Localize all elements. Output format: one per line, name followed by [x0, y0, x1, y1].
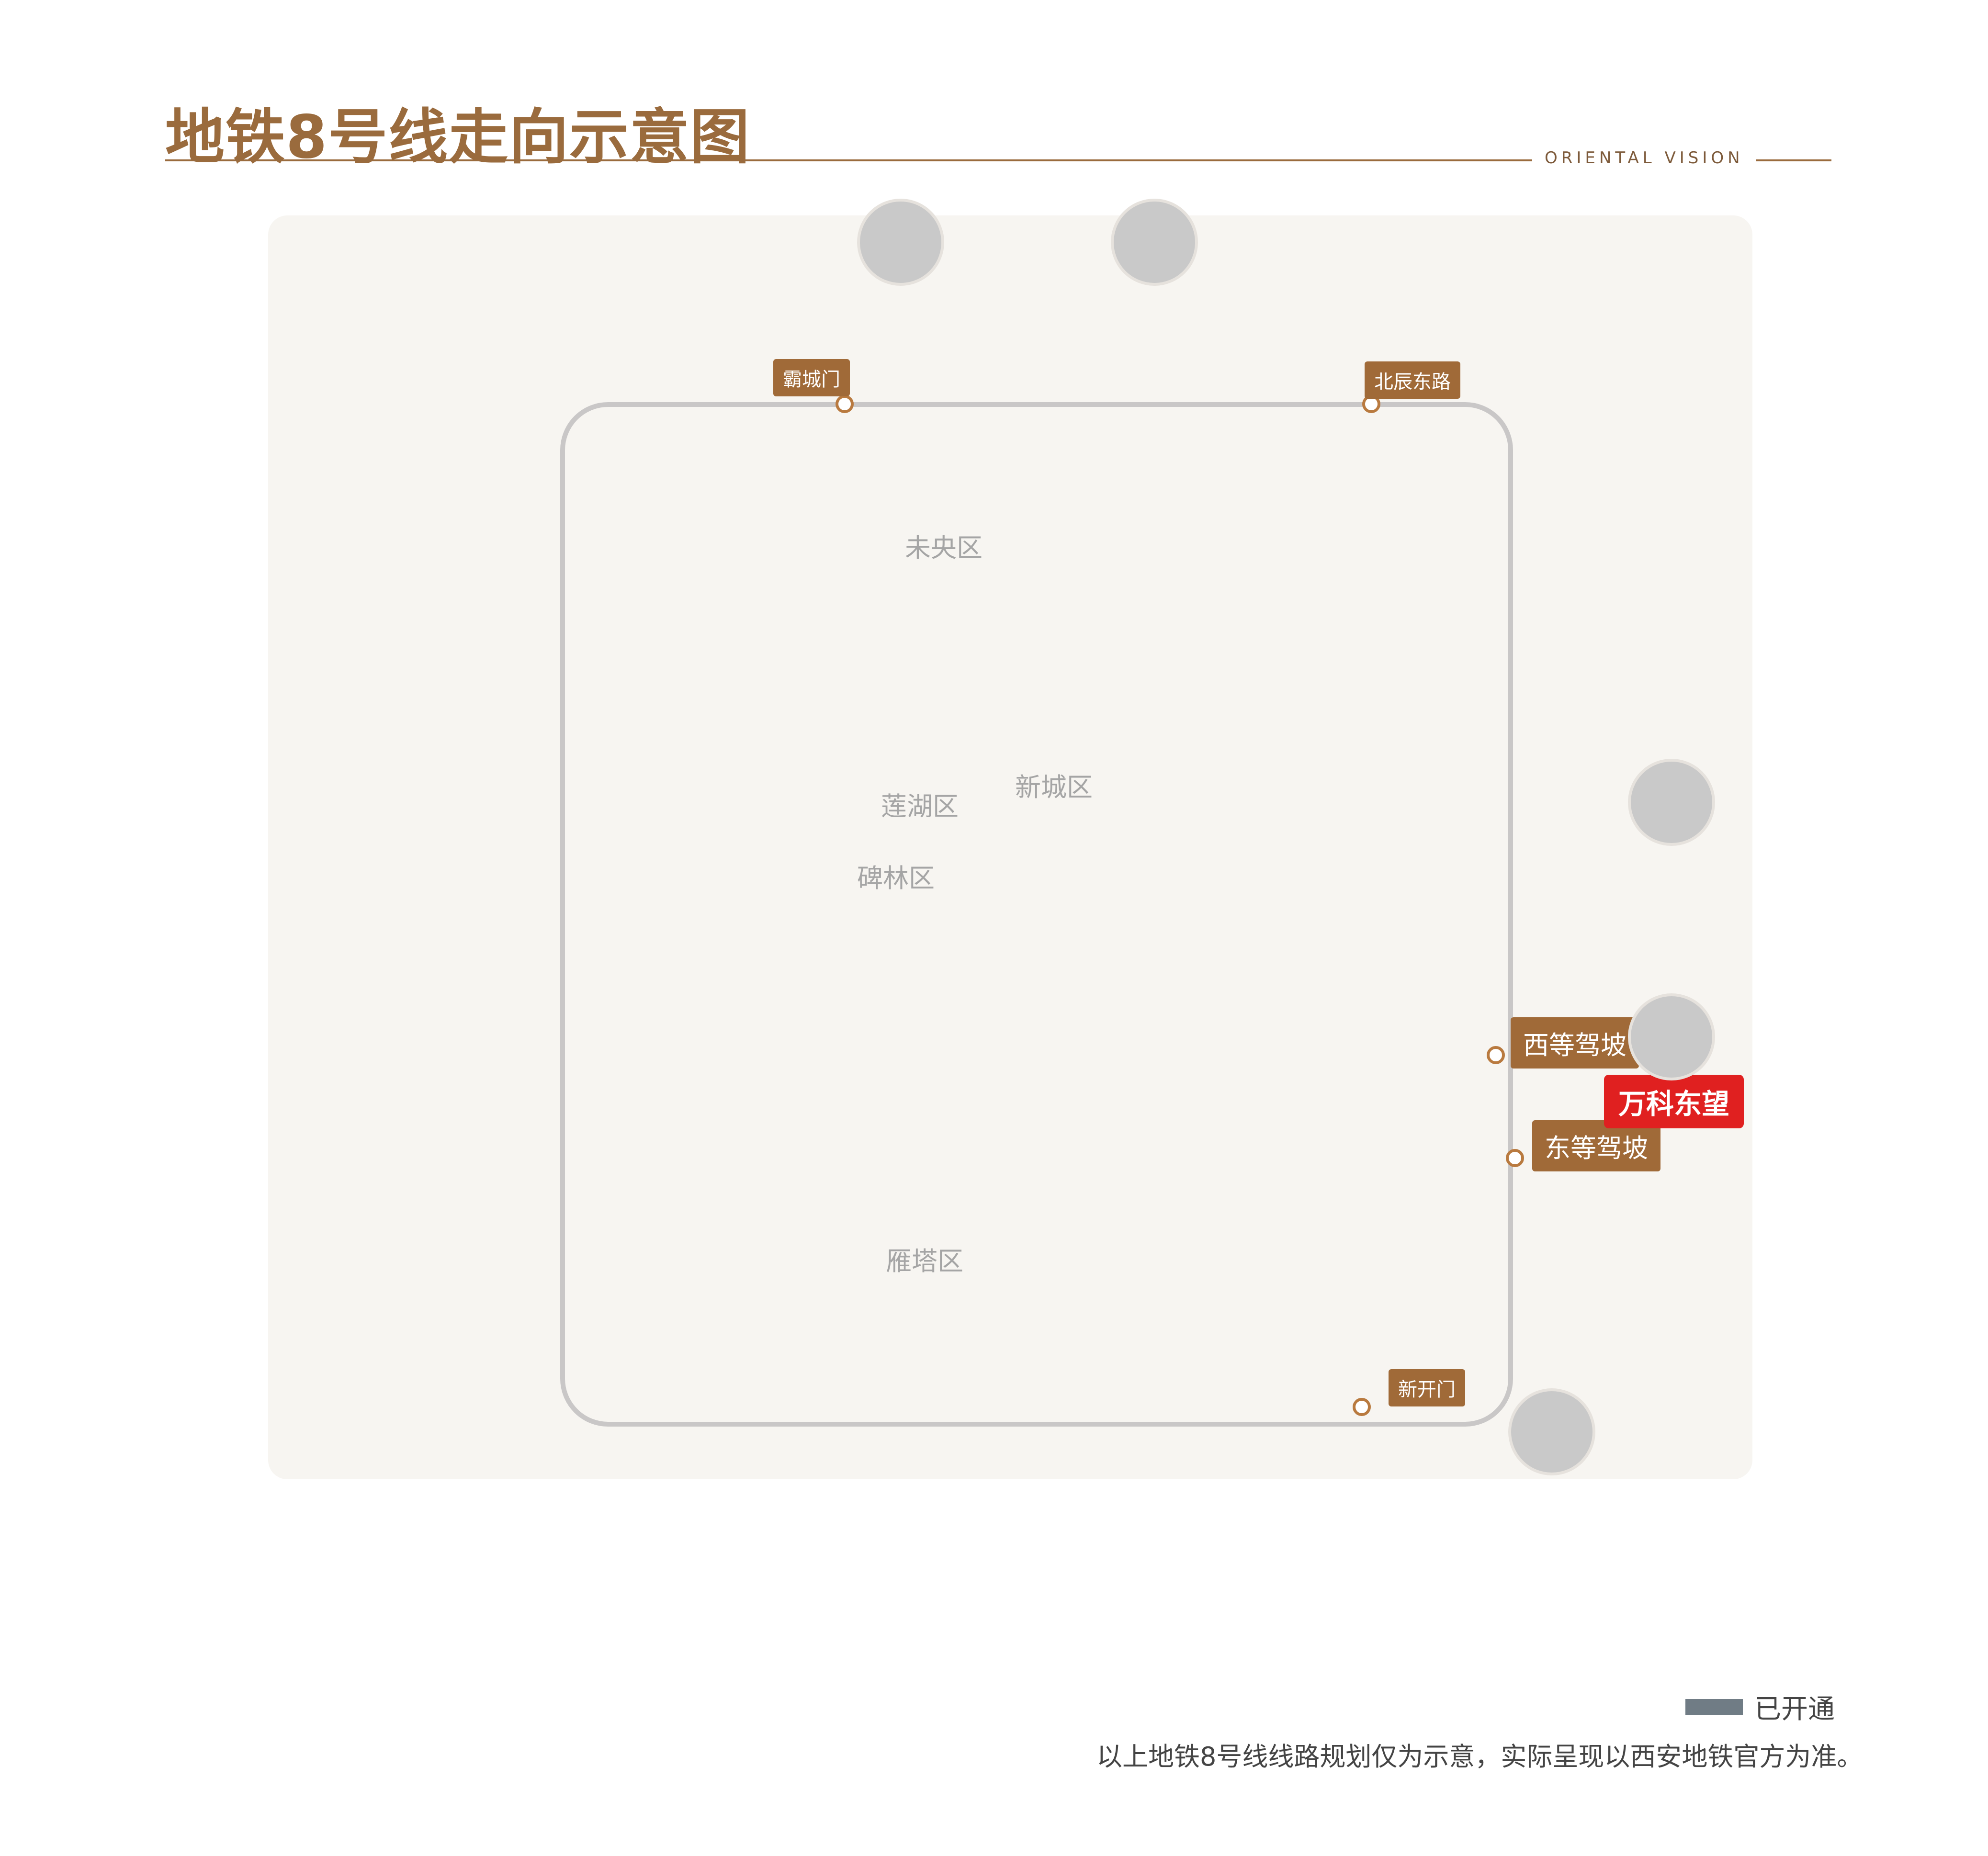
station-dot[interactable]	[1353, 1398, 1371, 1416]
station-dot[interactable]	[1487, 1046, 1505, 1064]
landmark-photo	[857, 199, 944, 286]
landmark-photo	[1628, 759, 1715, 846]
metro-line-8	[560, 402, 1513, 1427]
district-label: 新城区	[1015, 772, 1093, 802]
legend: 已开通	[1685, 1687, 1835, 1726]
station-label: 西等驾坡	[1511, 1017, 1639, 1069]
landmark-photo	[1111, 199, 1198, 286]
landmark-photo	[1508, 1388, 1595, 1475]
station-dot[interactable]	[836, 395, 854, 413]
station-label: 北辰东路	[1365, 361, 1460, 399]
page-title: 地铁8号线走向示意图	[165, 103, 751, 172]
station-label: 东等驾坡	[1532, 1120, 1660, 1171]
district-label: 碑林区	[857, 863, 935, 893]
station-label: 霸城门	[773, 359, 850, 396]
highlight-label: 万科东望	[1604, 1075, 1744, 1128]
legend-label: 已开通	[1754, 1694, 1835, 1725]
district-label: 雁塔区	[886, 1246, 963, 1276]
district-label: 未央区	[905, 533, 983, 563]
title-divider	[165, 159, 1831, 161]
district-label: 莲湖区	[881, 791, 959, 821]
legend-swatch	[1685, 1699, 1743, 1715]
station-dot[interactable]	[1506, 1149, 1524, 1167]
disclaimer-note: 以上地铁8号线线路规划仅为示意，实际呈现以西安地铁官方为准。	[1096, 1742, 1863, 1772]
station-label: 新开门	[1389, 1369, 1465, 1406]
landmark-photo	[1628, 993, 1715, 1080]
brand-text: ORIENTAL VISION	[1532, 148, 1756, 168]
